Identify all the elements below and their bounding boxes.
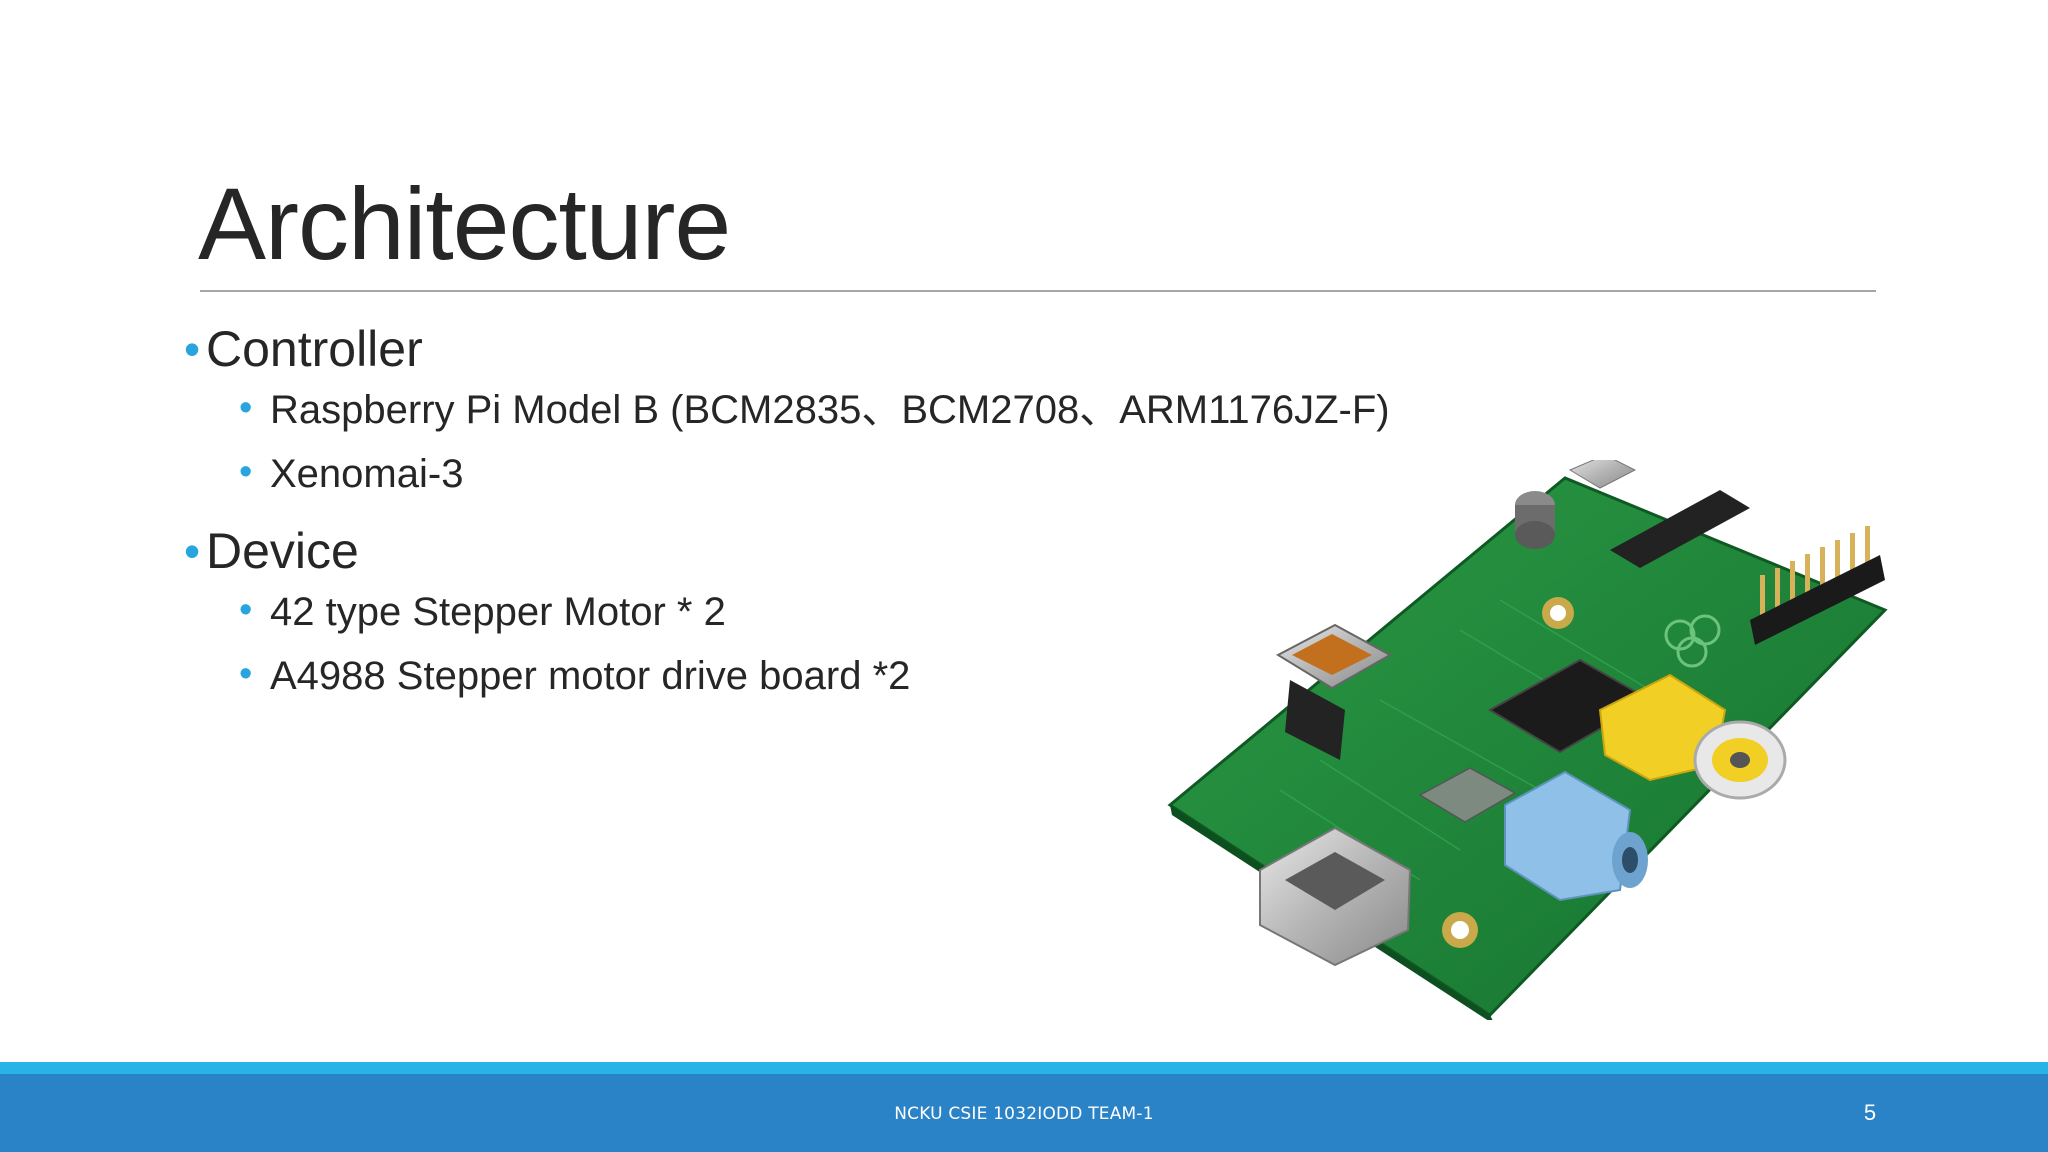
slide-title: Architecture bbox=[198, 167, 731, 281]
page-number: 5 bbox=[1863, 1100, 1877, 1125]
bullet-controller: • Controller • Raspberry Pi Model B (BCM… bbox=[184, 318, 1484, 498]
sub-bullet-item: • Raspberry Pi Model B (BCM2835、BCM2708、… bbox=[206, 386, 1484, 434]
bullet-icon: • bbox=[184, 323, 201, 375]
bullet-icon: • bbox=[184, 525, 201, 577]
raspberry-pi-board-image bbox=[1167, 460, 1888, 1020]
bullet-label: Device bbox=[206, 523, 359, 579]
bullet-list: • Controller • Raspberry Pi Model B (BCM… bbox=[184, 318, 1484, 722]
footer-accent-stripe bbox=[0, 1062, 2048, 1074]
sub-bullet-text: 42 type Stepper Motor * 2 bbox=[270, 590, 726, 634]
bullet-label: Controller bbox=[206, 321, 423, 377]
sub-bullet-text: Xenomai-3 bbox=[270, 452, 464, 496]
bullet-icon: • bbox=[239, 653, 253, 695]
sub-bullet-item: • A4988 Stepper motor drive board *2 bbox=[206, 652, 1484, 700]
sub-bullet-text: A4988 Stepper motor drive board *2 bbox=[270, 654, 911, 698]
sub-bullet-item: • 42 type Stepper Motor * 2 bbox=[206, 588, 1484, 636]
title-divider bbox=[200, 290, 1876, 292]
sub-bullet-list: • 42 type Stepper Motor * 2 • A4988 Step… bbox=[206, 588, 1484, 700]
bullet-icon: • bbox=[239, 387, 253, 429]
sub-bullet-list: • Raspberry Pi Model B (BCM2835、BCM2708、… bbox=[206, 386, 1484, 498]
footer-text: NCKU CSIE 1032IODD TEAM-1 bbox=[894, 1104, 1154, 1124]
bullet-icon: • bbox=[239, 589, 253, 631]
sub-bullet-item: • Xenomai-3 bbox=[206, 450, 1484, 498]
bullet-icon: • bbox=[239, 451, 253, 493]
sub-bullet-text: Raspberry Pi Model B (BCM2835、BCM2708、AR… bbox=[270, 388, 1390, 432]
footer-band bbox=[0, 1074, 2048, 1152]
bullet-device: • Device • 42 type Stepper Motor * 2 • A… bbox=[184, 520, 1484, 700]
